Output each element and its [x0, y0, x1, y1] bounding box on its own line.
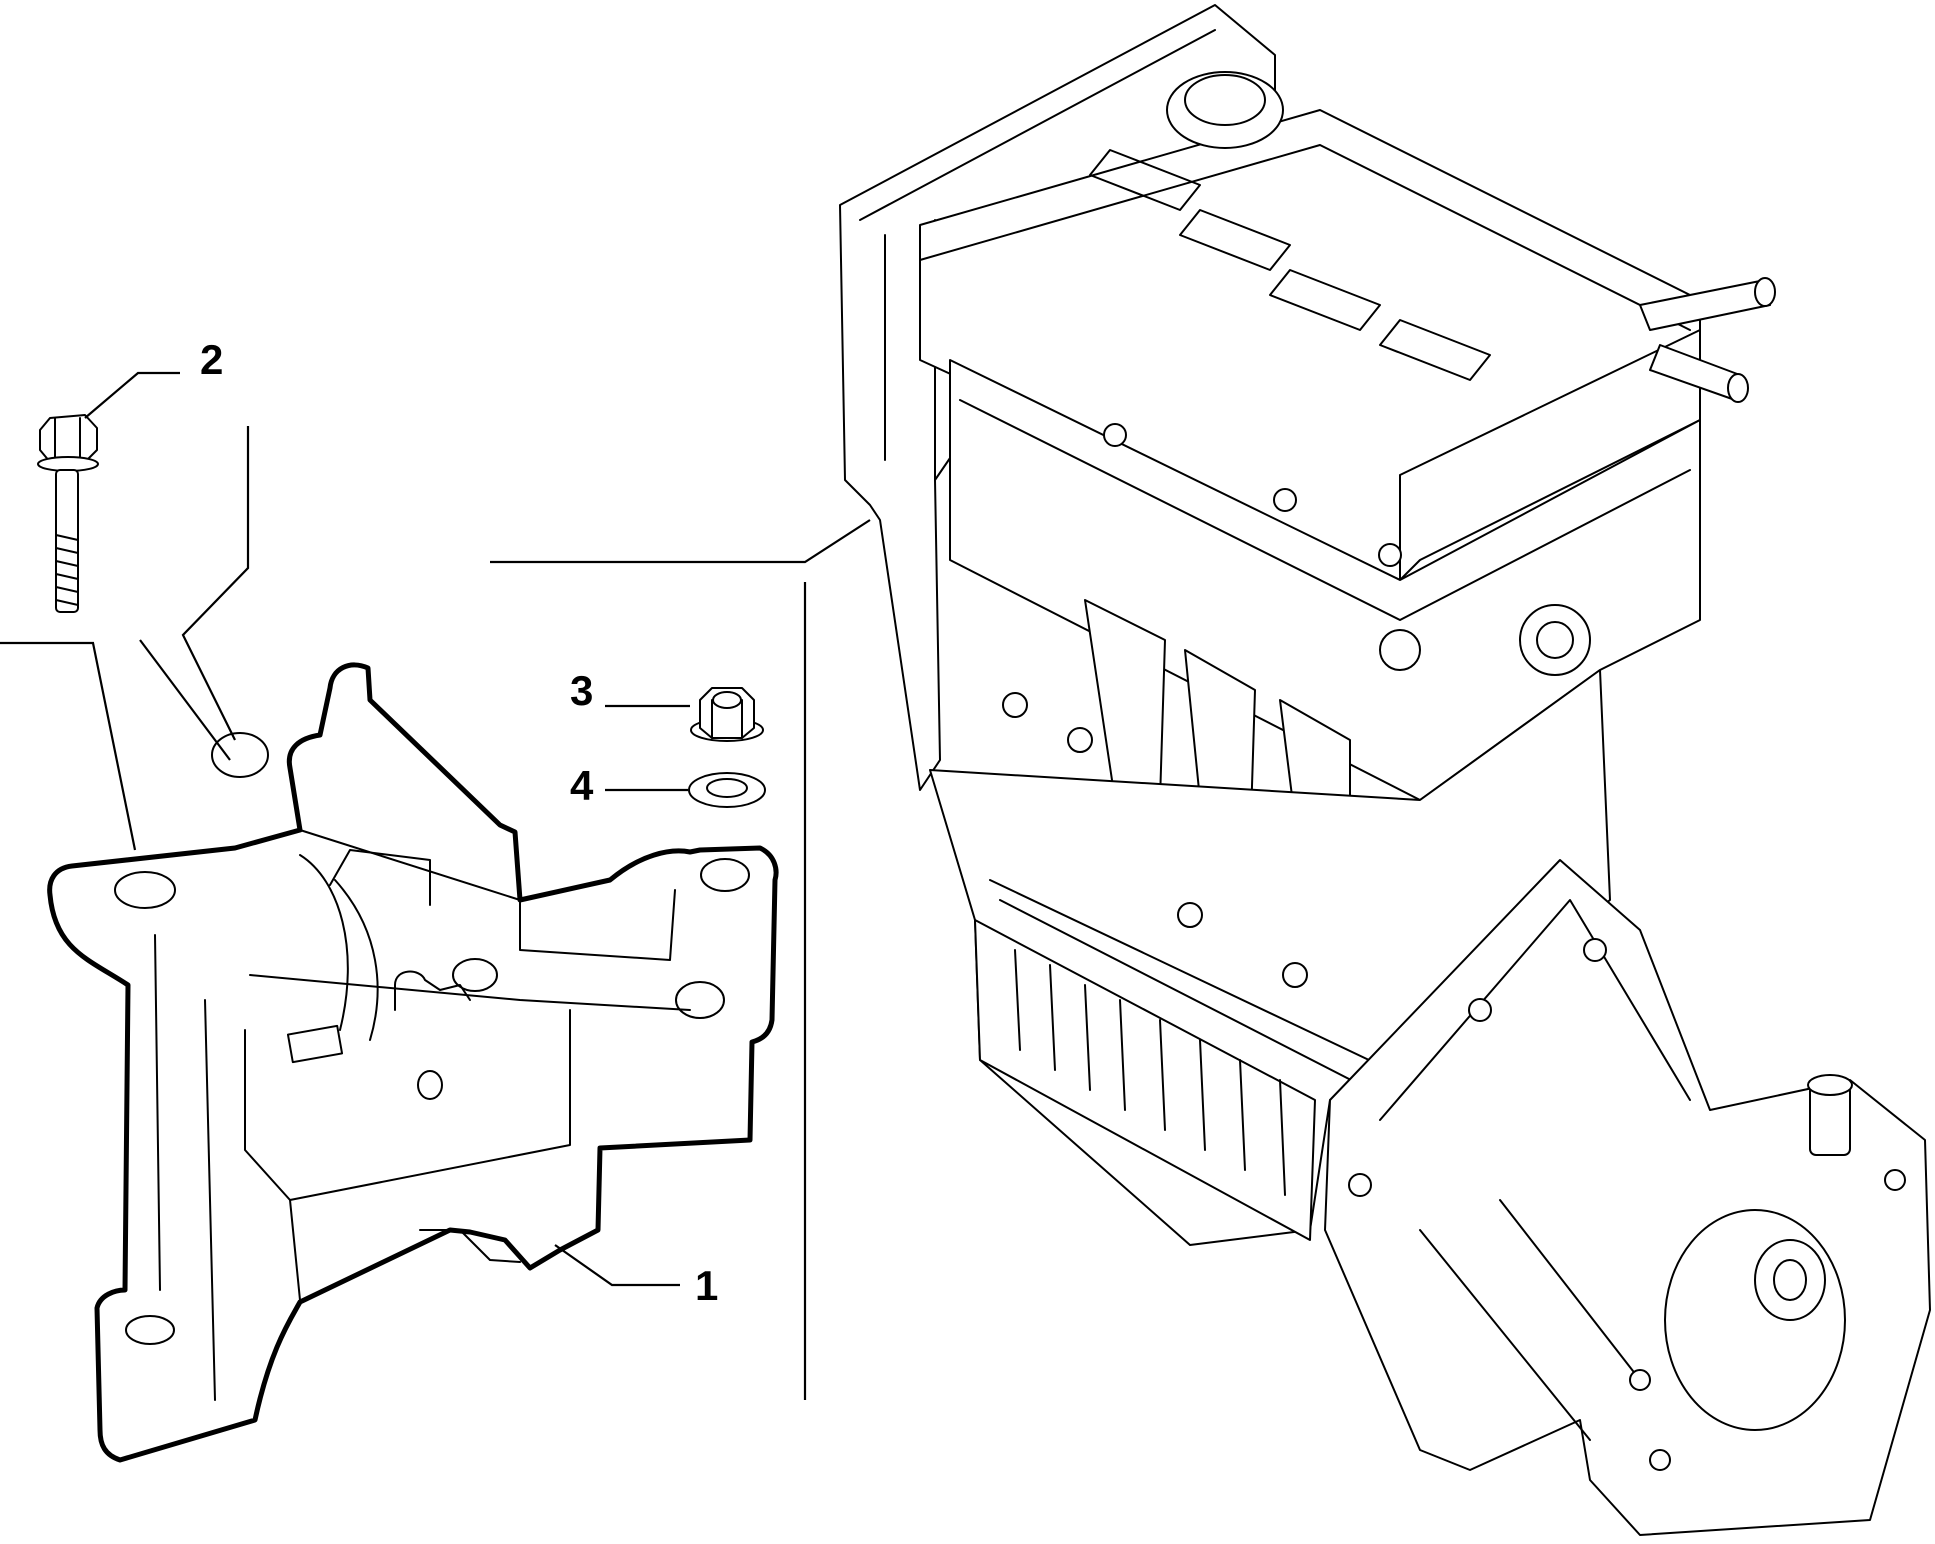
callout-2: 2 [200, 336, 223, 383]
callout-3: 3 [570, 667, 593, 714]
left-mount-hole [114, 871, 176, 909]
engine-mount-bracket-icon [47, 662, 779, 1463]
callout-labels: 1 2 3 4 [200, 336, 718, 1309]
bolt-axis-line-right [139, 639, 231, 761]
flange-nut-icon [690, 687, 764, 742]
engine-gearbox-assembly-icon [839, 4, 1931, 1536]
flange-bolt-icon [37, 414, 99, 613]
stud-hole [700, 858, 750, 892]
callout-leaders [84, 371, 690, 1287]
mount-to-engine-line [490, 519, 871, 564]
callout-4: 4 [570, 762, 594, 809]
bolt-axis-line-left [0, 641, 137, 851]
bolt-hole-line [181, 426, 250, 741]
callout-1: 1 [695, 1262, 718, 1309]
washer-icon [688, 772, 766, 808]
leader-2 [84, 371, 180, 419]
reference-lines [0, 426, 871, 1400]
leader-1 [554, 1244, 680, 1287]
oil-filler-cap [1166, 71, 1284, 149]
